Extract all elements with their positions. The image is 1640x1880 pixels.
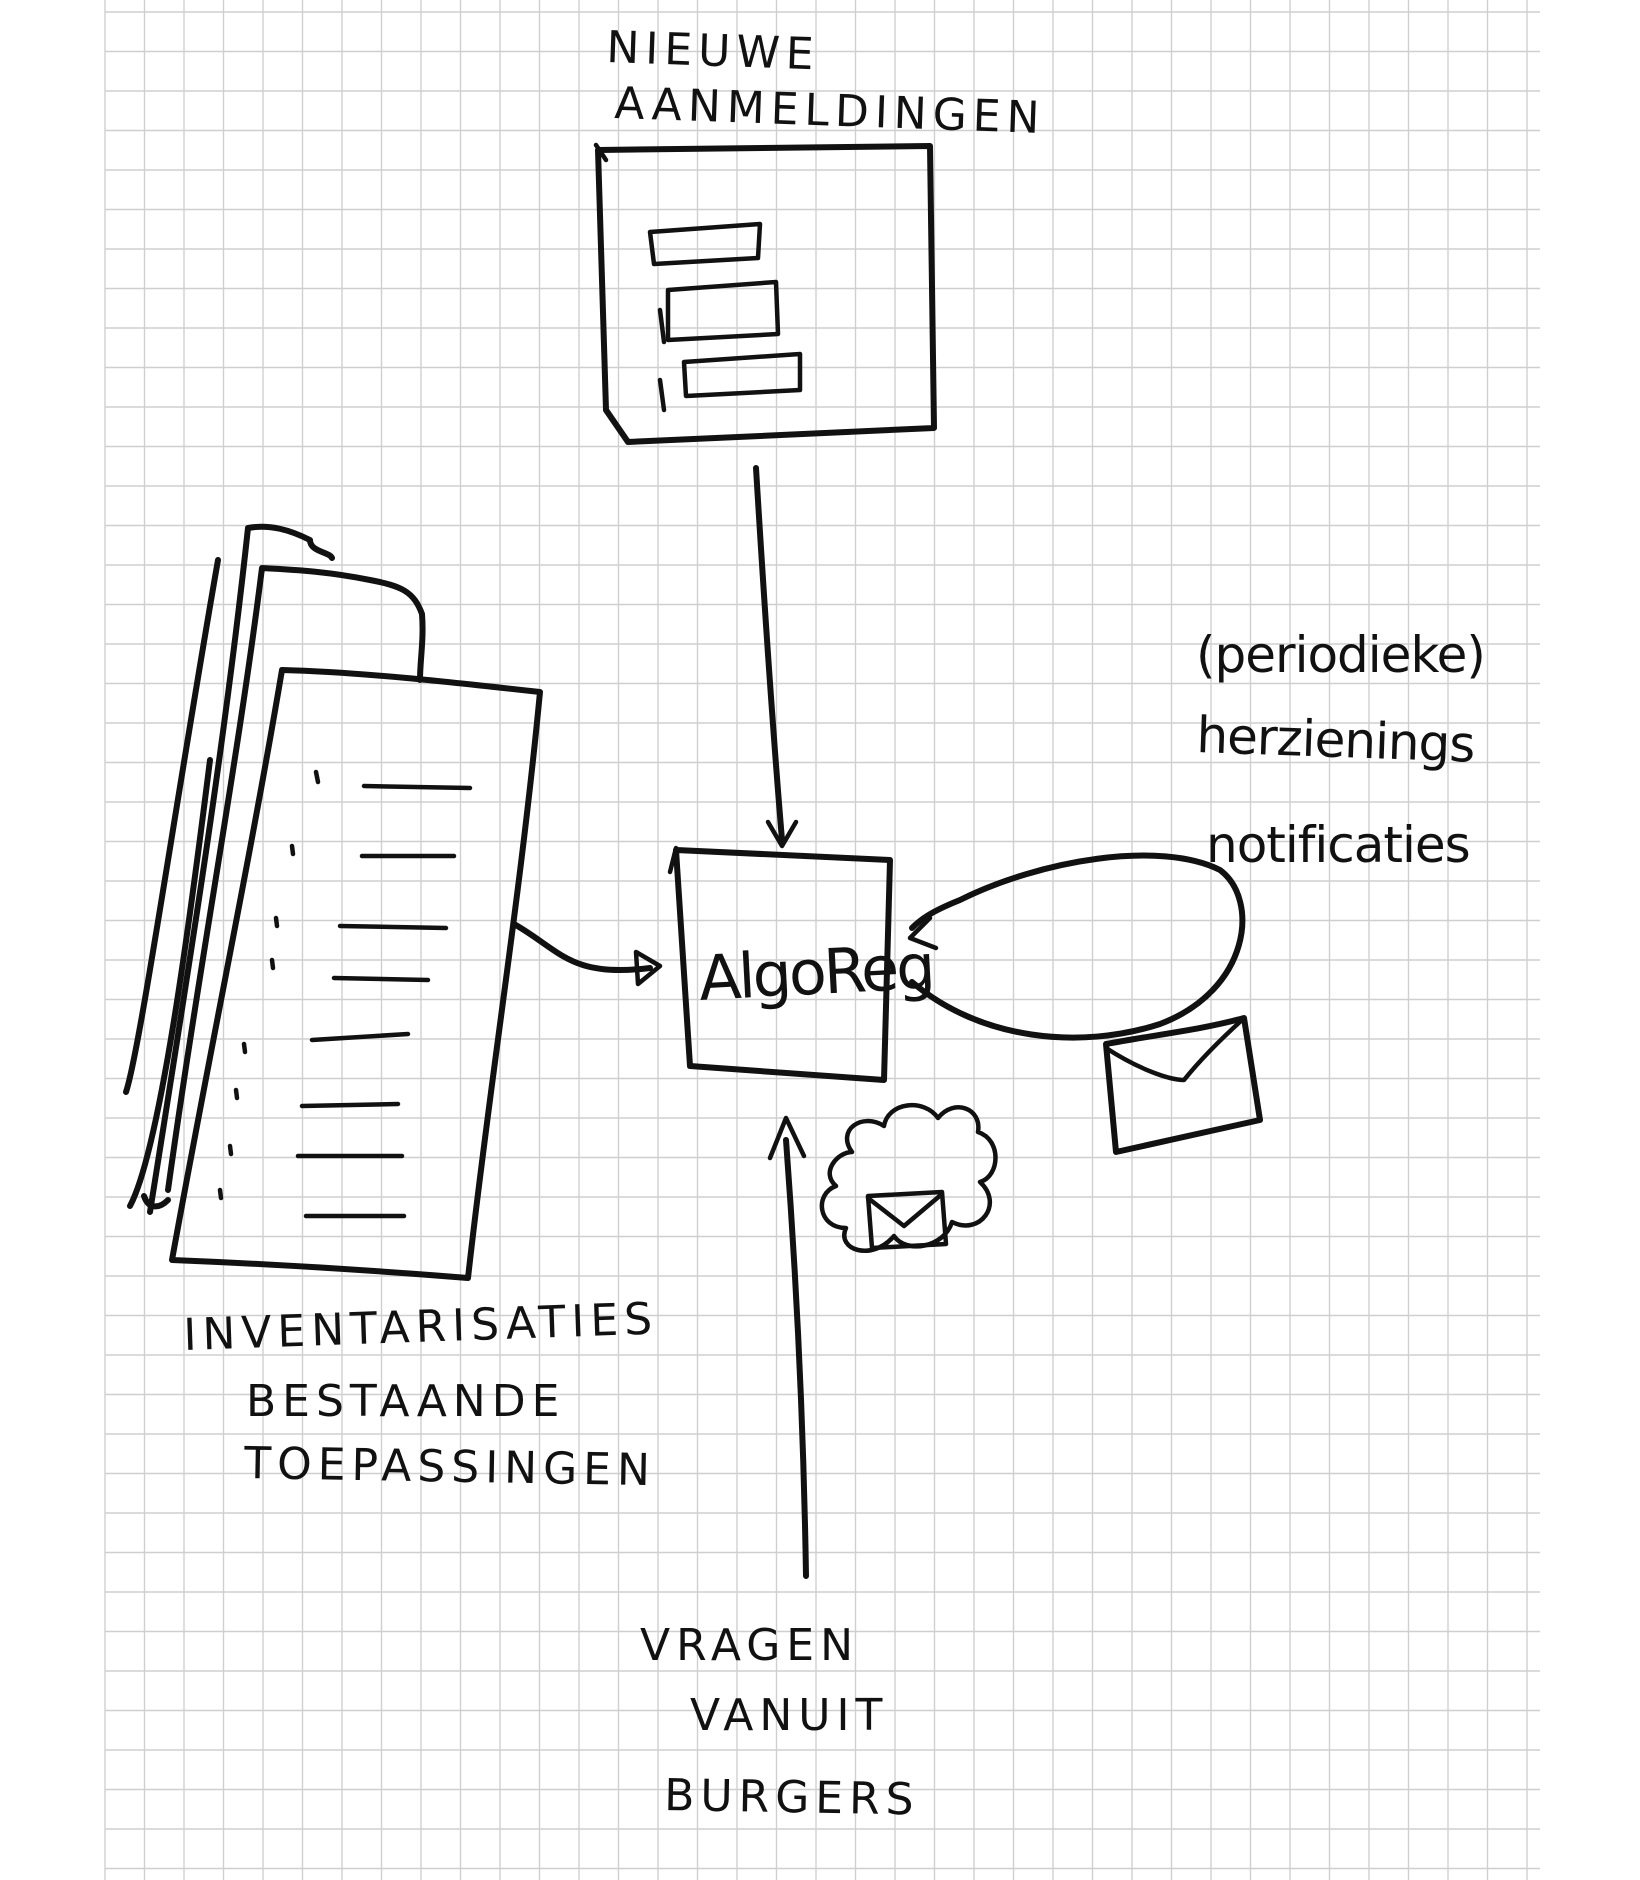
arrow-review-loop xyxy=(909,852,1246,1041)
citizen-questions-label-line-1: VRAGEN xyxy=(640,1620,859,1671)
citizen-questions-label-line-2: VANUIT xyxy=(690,1690,888,1741)
document-stack-icon xyxy=(123,523,543,1281)
review-notifications-group: (periodieke) herzienings notificaties xyxy=(907,626,1486,1155)
arrow-registrations-to-center xyxy=(753,465,799,849)
arrow-citizens-to-center xyxy=(783,1137,809,1579)
review-notifications-label-line-1: (periodieke) xyxy=(1196,626,1485,684)
inventories-label-line-2: BESTAANDE xyxy=(246,1376,565,1427)
center-node: AlgoReg xyxy=(667,845,934,1083)
citizen-questions-group: VRAGEN VANUIT BURGERS xyxy=(640,1103,998,1825)
inventories-label-line-3: TOEPASSINGEN xyxy=(243,1438,657,1496)
citizen-questions-label-line-3: BURGERS xyxy=(664,1770,920,1825)
form-document-icon xyxy=(593,142,937,445)
new-registrations-label-line-1: NIEUWE xyxy=(606,22,821,80)
envelope-icon xyxy=(1103,1015,1263,1155)
arrow-inventories-to-center xyxy=(511,921,663,987)
graph-paper-grid xyxy=(104,0,1540,1880)
envelope-in-cloud-icon xyxy=(819,1103,998,1253)
review-notifications-label-line-2: herzienings xyxy=(1196,706,1476,774)
review-notifications-label-line-3: notificaties xyxy=(1206,816,1470,874)
center-label: AlgoReg xyxy=(697,930,934,1015)
